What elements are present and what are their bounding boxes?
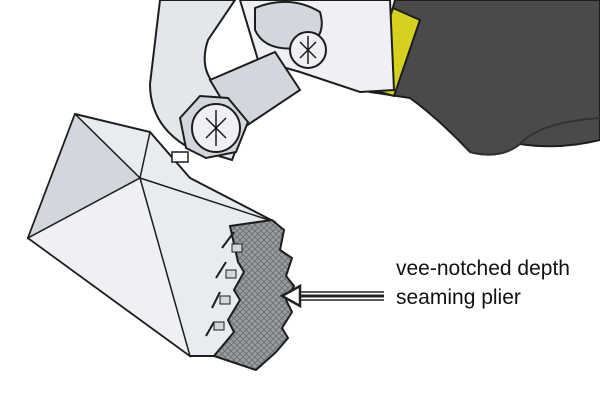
caption-line-1: vee-notched depth	[396, 257, 570, 280]
caption-line-2: seaming plier	[396, 286, 521, 309]
handle-grip	[368, 0, 600, 156]
caption-label: vee-notched depth seaming plier	[396, 254, 600, 312]
vee-notched-edge	[205, 218, 296, 372]
left-arrow-icon	[279, 283, 384, 309]
main-pivot-bolt	[178, 94, 250, 160]
upper-pivot-bolt	[289, 31, 327, 69]
left-jaw	[26, 112, 277, 358]
